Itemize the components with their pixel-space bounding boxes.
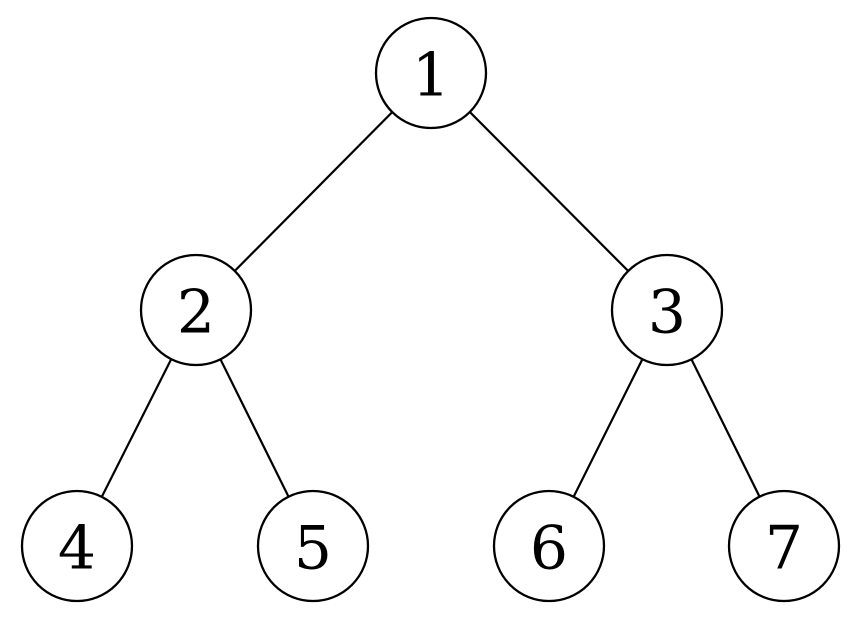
tree-node-6: 6 — [492, 489, 606, 603]
tree-node-4: 4 — [20, 489, 134, 603]
tree-node-3: 3 — [610, 253, 724, 367]
tree-node-label-3: 3 — [648, 277, 686, 347]
tree-node-circle-2 — [139, 253, 253, 367]
tree-node-1: 1 — [374, 16, 488, 130]
tree-node-circle-5 — [256, 489, 370, 603]
tree-node-circle-6 — [492, 489, 606, 603]
tree-node-circle-1 — [374, 16, 488, 130]
tree-nodes: 1 2 3 4 5 6 7 — [20, 16, 841, 603]
tree-node-2: 2 — [139, 253, 253, 367]
tree-node-5: 5 — [256, 489, 370, 603]
tree-node-label-5: 5 — [294, 513, 332, 583]
tree-node-circle-4 — [20, 489, 134, 603]
tree-node-circle-7 — [727, 489, 841, 603]
tree-node-label-7: 7 — [765, 513, 803, 583]
tree-node-label-2: 2 — [177, 277, 215, 347]
tree-node-label-4: 4 — [58, 513, 96, 583]
tree-node-label-1: 1 — [412, 40, 450, 110]
tree-node-label-6: 6 — [530, 513, 568, 583]
tree-node-7: 7 — [727, 489, 841, 603]
tree-node-circle-3 — [610, 253, 724, 367]
